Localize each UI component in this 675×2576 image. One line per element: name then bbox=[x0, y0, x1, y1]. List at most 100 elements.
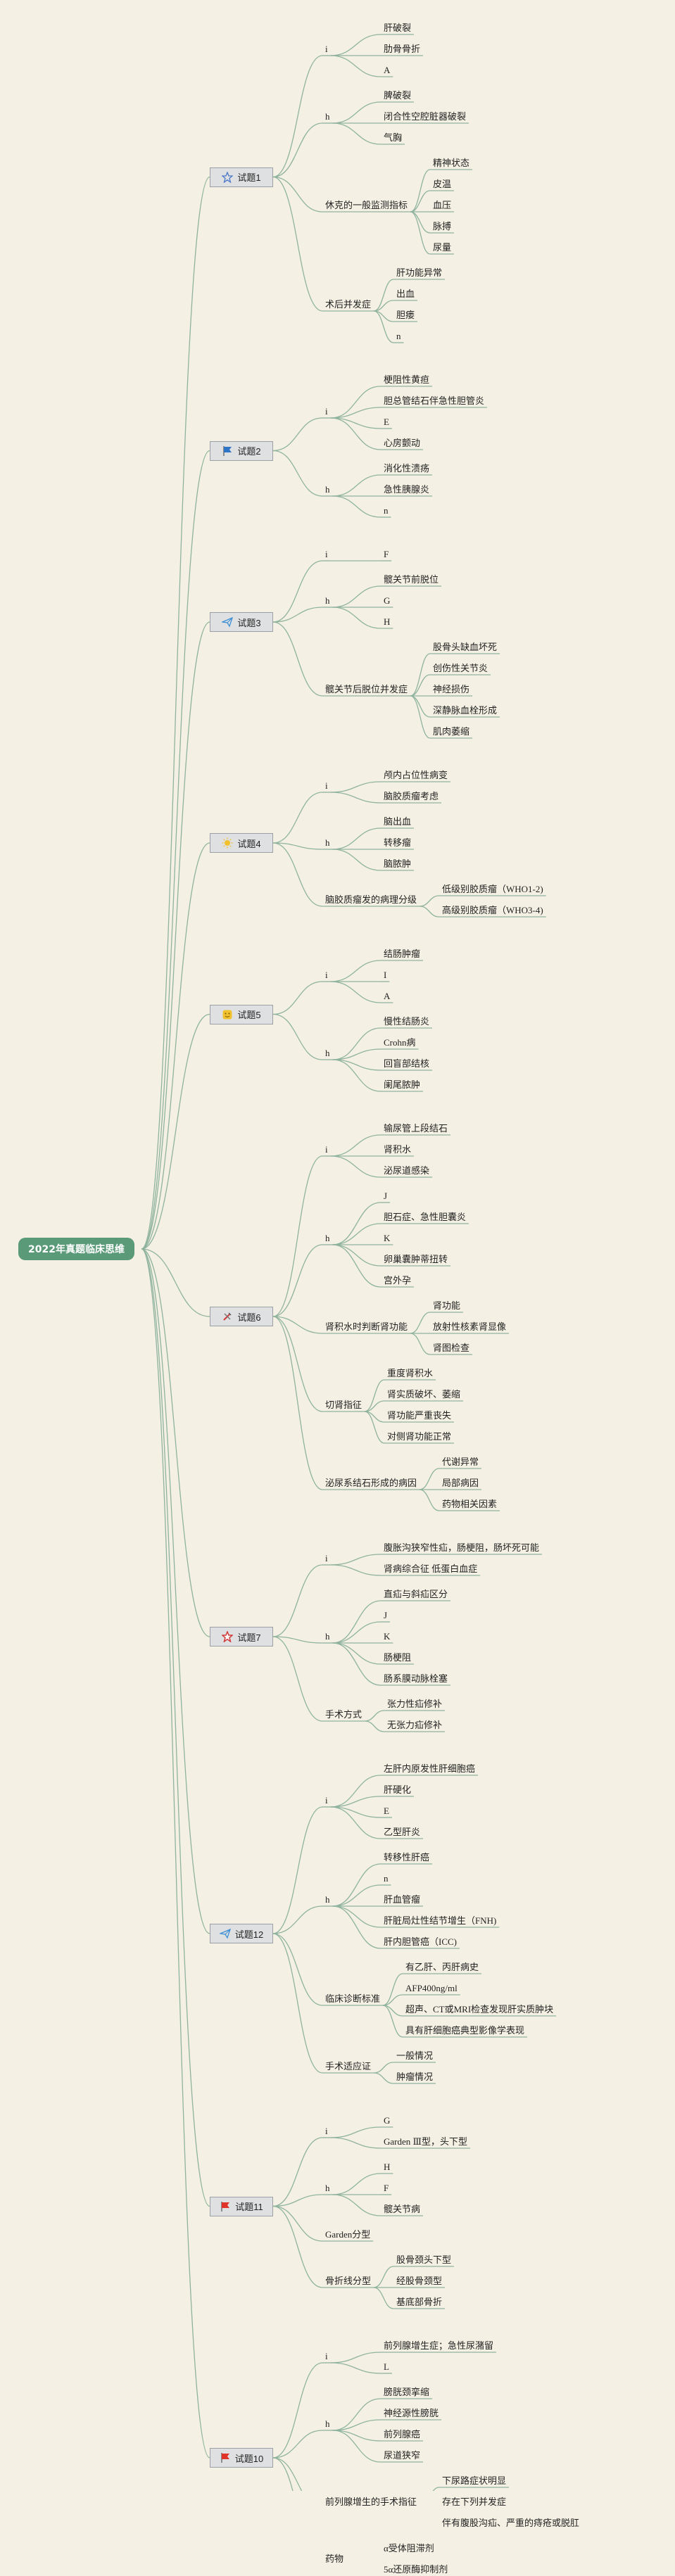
topic-8[interactable]: 试题12 bbox=[210, 1924, 273, 1943]
leaf-node[interactable]: 尿道狭窄 bbox=[384, 2450, 421, 2461]
sub-branch[interactable]: 术后并发症 bbox=[325, 299, 372, 310]
topic-6[interactable]: 试题6 bbox=[210, 1307, 273, 1326]
leaf-node[interactable]: 前列腺增生症；急性尿潴留 bbox=[384, 2340, 494, 2351]
leaf-node[interactable]: n bbox=[384, 1873, 389, 1884]
sub-branch[interactable]: 髋关节后脱位并发症 bbox=[325, 684, 408, 694]
leaf-node[interactable]: 肝内胆管癌（ICC) bbox=[384, 1936, 458, 1947]
topic-3[interactable]: 试题3 bbox=[210, 612, 273, 632]
leaf-node[interactable]: E bbox=[384, 417, 389, 427]
leaf-node[interactable]: 肠梗阻 bbox=[384, 1652, 412, 1663]
leaf-node[interactable]: 急性胰腺炎 bbox=[384, 484, 430, 495]
leaf-node[interactable]: 结肠肿瘤 bbox=[384, 948, 421, 959]
sub-branch[interactable]: h bbox=[325, 1894, 330, 1905]
leaf-node[interactable]: 局部病因 bbox=[442, 1478, 479, 1488]
leaf-node[interactable]: G bbox=[384, 595, 391, 606]
sub-branch[interactable]: 骨折线分型 bbox=[325, 2276, 372, 2286]
sub-branch[interactable]: i bbox=[325, 1795, 328, 1806]
leaf-node[interactable]: 左肝内原发性肝细胞癌 bbox=[384, 1763, 476, 1774]
leaf-node[interactable]: F bbox=[384, 2183, 389, 2193]
leaf-node[interactable]: 股骨头缺血坏死 bbox=[433, 642, 498, 652]
sub-branch[interactable]: i bbox=[325, 2126, 328, 2136]
leaf-node[interactable]: 出血 bbox=[396, 288, 415, 299]
leaf-node[interactable]: 心房颤动 bbox=[384, 438, 421, 448]
leaf-node[interactable]: K bbox=[384, 1631, 391, 1642]
leaf-node[interactable]: 宫外孕 bbox=[384, 1275, 412, 1286]
sub-branch[interactable]: 肾积水时判断肾功能 bbox=[325, 1321, 408, 1332]
sub-branch[interactable]: 休克的一般监测指标 bbox=[325, 200, 408, 210]
leaf-node[interactable]: A bbox=[384, 65, 391, 75]
leaf-node[interactable]: 前列腺癌 bbox=[384, 2429, 421, 2439]
sub-branch[interactable]: i bbox=[325, 2351, 328, 2361]
leaf-node[interactable]: n bbox=[396, 331, 401, 341]
leaf-node[interactable]: 神经源性膀胱 bbox=[384, 2408, 439, 2418]
leaf-node[interactable]: I bbox=[384, 970, 387, 980]
sub-branch[interactable]: h bbox=[325, 2418, 330, 2429]
leaf-node[interactable]: L bbox=[384, 2361, 389, 2372]
leaf-node[interactable]: 超声、CT或MRI检查发现肝实质肿块 bbox=[405, 2004, 554, 2015]
leaf-node[interactable]: 回盲部结核 bbox=[384, 1058, 430, 1069]
leaf-node[interactable]: 肾实质破坏、萎缩 bbox=[387, 1389, 461, 1400]
leaf-node[interactable]: 卵巢囊肿蒂扭转 bbox=[384, 1254, 448, 1264]
leaf-node[interactable]: F bbox=[384, 549, 389, 559]
leaf-node[interactable]: 胆瘘 bbox=[396, 310, 415, 320]
leaf-node[interactable]: 伴有腹股沟疝、严重的痔疮或脱肛 bbox=[442, 2518, 580, 2528]
sub-branch[interactable]: h bbox=[325, 837, 330, 848]
sub-branch[interactable]: h bbox=[325, 1631, 330, 1642]
sub-branch[interactable]: i bbox=[325, 549, 328, 559]
leaf-node[interactable]: 下尿路症状明显 bbox=[442, 2475, 507, 2486]
leaf-node[interactable]: 肝破裂 bbox=[384, 23, 412, 33]
sub-branch[interactable]: i bbox=[325, 1144, 328, 1155]
leaf-node[interactable]: 深静脉血栓形成 bbox=[433, 705, 498, 716]
sub-branch[interactable]: 脑胶质瘤发的病理分级 bbox=[325, 894, 417, 905]
leaf-node[interactable]: H bbox=[384, 2162, 391, 2172]
leaf-node[interactable]: 脑胶质瘤考虑 bbox=[384, 791, 439, 801]
leaf-node[interactable]: 放射性核素肾显像 bbox=[433, 1321, 507, 1332]
sub-branch[interactable]: i bbox=[325, 970, 328, 980]
leaf-node[interactable]: 胆石症、急性胆囊炎 bbox=[384, 1212, 467, 1222]
leaf-node[interactable]: 脉搏 bbox=[433, 221, 452, 231]
leaf-node[interactable]: 股骨颈头下型 bbox=[396, 2254, 452, 2265]
leaf-node[interactable]: 有乙肝、丙肝病史 bbox=[405, 1962, 479, 1972]
sub-branch[interactable]: i bbox=[325, 44, 328, 54]
leaf-node[interactable]: AFP400ng/ml bbox=[405, 1983, 458, 1993]
sub-branch[interactable]: 切肾指征 bbox=[325, 1400, 362, 1410]
sub-branch[interactable]: 泌尿系结石形成的病因 bbox=[325, 1478, 417, 1488]
leaf-node[interactable]: 低级别胶质瘤（WHO1-2) bbox=[442, 884, 543, 894]
topic-1[interactable]: 试题1 bbox=[210, 167, 273, 187]
leaf-node[interactable]: 髋关节病 bbox=[384, 2204, 421, 2214]
leaf-node[interactable]: 膀胱颈挛缩 bbox=[384, 2387, 430, 2397]
sub-branch[interactable]: 手术适应证 bbox=[325, 2061, 372, 2071]
leaf-node[interactable]: 肾积水 bbox=[384, 1144, 412, 1155]
sub-branch[interactable]: h bbox=[325, 484, 330, 495]
leaf-node[interactable]: 精神状态 bbox=[433, 158, 470, 168]
leaf-node[interactable]: 对侧肾功能正常 bbox=[387, 1431, 452, 1442]
leaf-node[interactable]: A bbox=[384, 991, 391, 1001]
leaf-node[interactable]: H bbox=[384, 616, 391, 627]
leaf-node[interactable]: 药物相关因素 bbox=[442, 1499, 498, 1509]
sub-branch[interactable]: 前列腺增生的手术指征 bbox=[325, 2496, 417, 2507]
leaf-node[interactable]: 经股骨颈型 bbox=[396, 2276, 443, 2286]
sub-branch[interactable]: 临床诊断标准 bbox=[325, 1993, 381, 2004]
leaf-node[interactable]: E bbox=[384, 1806, 389, 1816]
leaf-node[interactable]: 血压 bbox=[433, 200, 452, 210]
leaf-node[interactable]: 一般情况 bbox=[396, 2050, 434, 2061]
leaf-node[interactable]: 闭合性空腔脏器破裂 bbox=[384, 111, 467, 122]
leaf-node[interactable]: 乙型肝炎 bbox=[384, 1827, 421, 1837]
leaf-node[interactable]: 张力性疝修补 bbox=[387, 1699, 443, 1709]
leaf-node[interactable]: 肾图检查 bbox=[433, 1343, 470, 1353]
leaf-node[interactable]: 气胸 bbox=[384, 132, 403, 143]
leaf-node[interactable]: 神经损伤 bbox=[433, 684, 470, 694]
leaf-node[interactable]: 无张力疝修补 bbox=[387, 1720, 443, 1730]
leaf-node[interactable]: 尿量 bbox=[433, 242, 452, 253]
leaf-node[interactable]: 基底部骨折 bbox=[396, 2297, 443, 2307]
leaf-node[interactable]: 肝脏局灶性结节增生（FNH) bbox=[384, 1915, 497, 1926]
leaf-node[interactable]: 肝硬化 bbox=[384, 1784, 412, 1795]
root-topic[interactable]: 2022年真题临床思维 bbox=[18, 1238, 134, 1260]
leaf-node[interactable]: 肝功能异常 bbox=[396, 267, 443, 278]
leaf-node[interactable]: α受体阻滞剂 bbox=[384, 2543, 434, 2553]
leaf-node[interactable]: 输尿管上段结石 bbox=[384, 1123, 448, 1134]
sub-branch[interactable]: h bbox=[325, 2183, 330, 2193]
leaf-node[interactable]: 肋骨骨折 bbox=[384, 44, 421, 54]
leaf-node[interactable]: 脑出血 bbox=[384, 816, 412, 827]
leaf-node[interactable]: Garden Ⅲ型，头下型 bbox=[384, 2136, 468, 2147]
